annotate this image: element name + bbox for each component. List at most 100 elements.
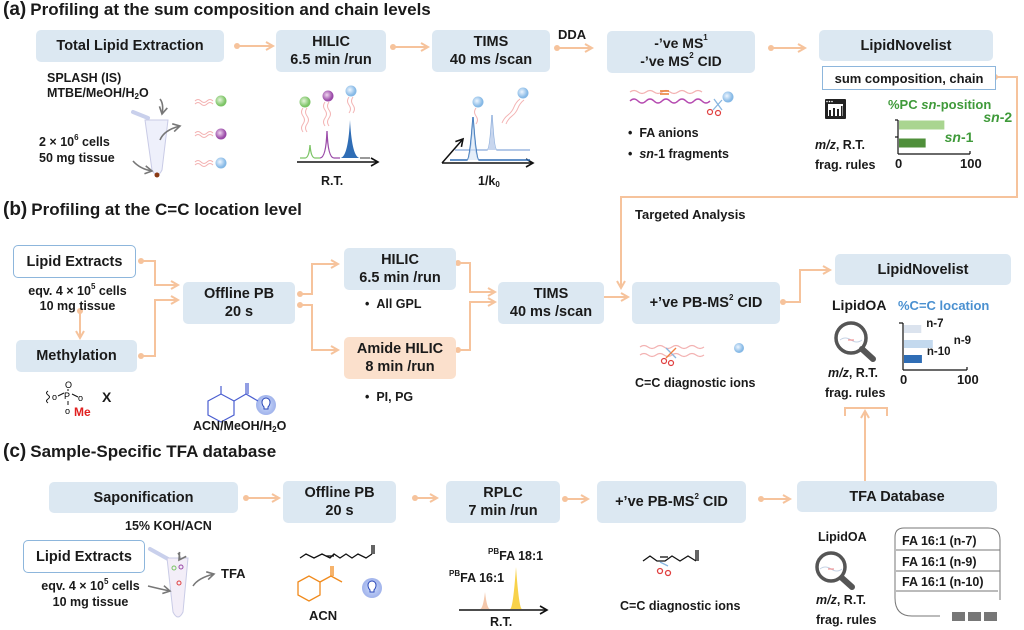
ms-box: -’ve MS1-’ve MS2 CID <box>607 31 755 73</box>
section-heading: Sample-Specific TFA database <box>30 442 277 461</box>
box-label: TFA Database <box>849 488 945 505</box>
db-row: FA 16:1 (n-9) <box>902 555 977 569</box>
box-label: Lipid Extracts <box>26 253 123 270</box>
svg-text:o: o <box>52 392 57 402</box>
light-bulb-icon <box>256 395 276 415</box>
pbms-box-b: +’ve PB-MS2 CID <box>632 282 780 324</box>
targeted-analysis-label: Targeted Analysis <box>635 207 746 222</box>
cc-diagnostic-ions-label-c: C=C diagnostic ions <box>620 599 741 613</box>
box-label: sum composition, chain <box>834 70 984 86</box>
arrow-c3 <box>562 496 588 502</box>
svg-text:O: O <box>65 380 72 390</box>
scissors-icon <box>660 347 677 367</box>
svg-text:P: P <box>64 391 70 401</box>
lipidoa-label-b: LipidOA <box>832 297 887 313</box>
superscript: 6 <box>74 133 79 142</box>
section-heading: Profiling at the sum composition and cha… <box>30 0 431 19</box>
superscript: 1 <box>703 33 708 42</box>
mz-rt-label-b: m/z, R.T. <box>828 365 878 381</box>
bar-label-n-9: n-9 <box>953 335 972 347</box>
tick-label: 100 <box>960 156 982 171</box>
subscript: 2 <box>272 425 277 434</box>
rt-axis-label: R.T. <box>321 174 344 188</box>
section-b-title: (b)Profiling at the C=C location level <box>3 199 302 221</box>
ms2-text-end: CID <box>693 53 722 69</box>
acn-label: ACN <box>309 608 338 623</box>
cells-text: eqv. 4 × 10 <box>28 284 91 298</box>
page-block <box>952 612 965 621</box>
cells-text-end: cells <box>95 284 127 298</box>
box-label: Total Lipid Extraction <box>56 38 204 54</box>
box-line-1: -’ve MS1 <box>654 34 707 52</box>
pb-fatty-acid-fragment-icon <box>642 550 699 577</box>
box-label: LipidNovelist <box>877 261 969 278</box>
cells-text: 2 × 10 <box>39 135 75 149</box>
box-line-2: 20 s <box>325 503 354 519</box>
bar-label-n-10: n-10 <box>926 346 951 358</box>
peak-text: FA 16:1 <box>460 571 505 585</box>
lipidnovelist-box-b: LipidNovelist <box>835 254 1011 285</box>
lipid-extracts-box-b: Lipid Extracts <box>13 245 136 278</box>
box-label: +’ve PB-MS2 CID <box>615 493 728 511</box>
mtbe-label: MTBE/MeOH/H2O <box>47 85 149 101</box>
box-line-2: 20 s <box>224 304 254 320</box>
ms2-text: -’ve MS <box>640 53 690 69</box>
italic-text: m/z <box>815 138 836 152</box>
rt-axis-label-c: R.T. <box>490 615 513 629</box>
box-line-2: -’ve MS2 CID <box>640 52 721 70</box>
pbms-text-end: CID <box>733 295 763 311</box>
cells-label: 2 × 106 cells <box>39 134 110 150</box>
arrow-b-pbms-to-lipidnovelist <box>780 270 830 305</box>
peak-text: FA 18:1 <box>499 549 544 563</box>
italic-text: sn <box>944 129 961 145</box>
box-label: +’ve PB-MS2 CID <box>650 294 763 312</box>
arrow-b-amide-to-tims <box>455 302 495 353</box>
chart-sn-position-axes <box>895 119 971 155</box>
chart-sn-position-bars <box>899 120 945 148</box>
box-label: Lipid Extracts <box>36 548 132 565</box>
mtbe-text: MTBE/MeOH/H <box>47 86 135 100</box>
lipid-molecule-green-icon <box>194 95 227 107</box>
mtbe-end: O <box>138 86 149 100</box>
mz-rest: , R.T. <box>835 138 866 152</box>
box-line-2: 8 min /run <box>365 359 435 375</box>
trifluoroacetophenone-structure <box>207 383 259 423</box>
title-text-end: -position <box>936 97 992 112</box>
arrow-c2 <box>412 495 437 501</box>
total-lipid-extraction-box: Total Lipid Extraction <box>36 30 224 62</box>
pbms-box-c: +’ve PB-MS2 CID <box>597 481 746 523</box>
frag-rules-label-c: frag. rules <box>816 613 877 627</box>
mz-rest: , R.T. <box>848 366 879 380</box>
arrow-b-extracts-to-methylation <box>77 308 83 338</box>
gray-arrows <box>132 98 182 175</box>
cc-diagnostic-ions-label-b: C=C diagnostic ions <box>635 376 756 390</box>
peak-fa-16-1-label: PBFA 16:1 <box>449 570 504 586</box>
arrow-a2 <box>390 44 428 50</box>
box-line-1: Offline PB <box>203 286 275 302</box>
bar-label-n-7: n-7 <box>926 318 944 330</box>
tissue-label-c: 10 mg tissue <box>52 595 129 609</box>
methyl-x-label: X <box>102 389 112 405</box>
superscript: 2 <box>728 293 734 302</box>
section-label: (b) <box>3 199 28 220</box>
cells-text: eqv. 4 × 10 <box>41 579 104 593</box>
box-line-2: 7 min /run <box>468 503 538 519</box>
koh-label: 15% KOH/ACN <box>125 519 212 533</box>
tissue-label: 50 mg tissue <box>39 151 115 165</box>
lipidoa-label-c: LipidOA <box>818 530 867 544</box>
frag-rules-label: frag. rules <box>815 158 876 172</box>
solvent-text: ACN/MeOH/H <box>193 419 273 433</box>
db-row: FA 16:1 (n-10) <box>902 575 984 589</box>
svg-text:o: o <box>78 393 83 403</box>
page-block <box>984 612 997 621</box>
bar-n-10 <box>904 355 922 363</box>
superscript: 2 <box>694 492 699 501</box>
italic-text: sn <box>639 147 654 161</box>
box-line-1: TIMS <box>473 34 509 50</box>
peak-fa-18-1-label: PBFA 18:1 <box>488 548 543 564</box>
lipid-molecule-blue-icon <box>194 157 227 169</box>
